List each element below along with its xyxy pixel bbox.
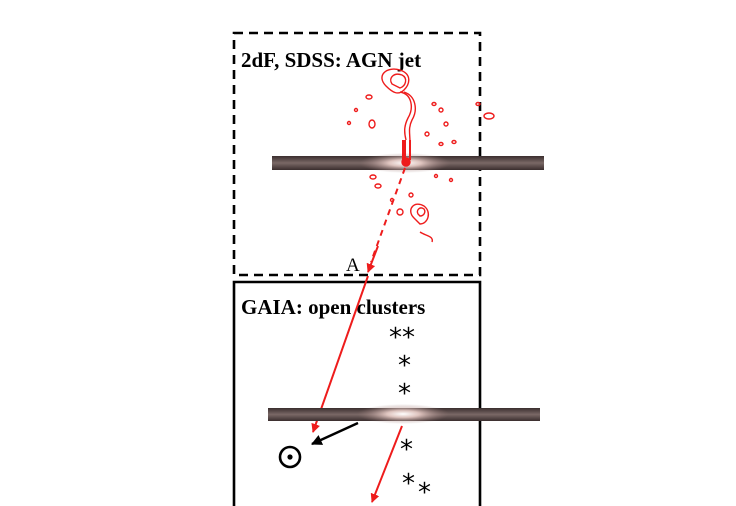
top-panel-frame: [232, 31, 482, 277]
arrow-a-to-sun: [311, 275, 369, 433]
sun-symbol-icon: [278, 445, 302, 469]
star-marker: *: [402, 469, 415, 499]
arrow-down-bottom: [370, 425, 403, 503]
top-panel-title: 2dF, SDSS: AGN jet: [241, 48, 421, 72]
top-panel: 2dF, SDSS: AGN jet: [232, 31, 544, 277]
bottom-panel-title: GAIA: open clusters: [241, 295, 425, 319]
star-marker: *: [389, 323, 402, 353]
arrow-to-a: [366, 245, 379, 273]
star-marker: *: [398, 351, 411, 381]
star-marker: *: [418, 478, 431, 506]
star-marker: *: [402, 323, 415, 353]
galaxy-disk-bottom: [268, 404, 540, 424]
bottom-panel: GAIA: open clusters * * * * * * *: [232, 275, 540, 506]
bottom-panel-frame: [232, 280, 482, 506]
star-marker: *: [400, 435, 413, 465]
arrow-to-sun: [311, 421, 359, 446]
label-a: A: [346, 255, 360, 276]
agn-jet-contours: [346, 68, 495, 243]
open-cluster-stars: * * * * * * *: [389, 323, 431, 506]
jet-dashed-line: [370, 167, 406, 263]
star-marker: *: [398, 379, 411, 409]
